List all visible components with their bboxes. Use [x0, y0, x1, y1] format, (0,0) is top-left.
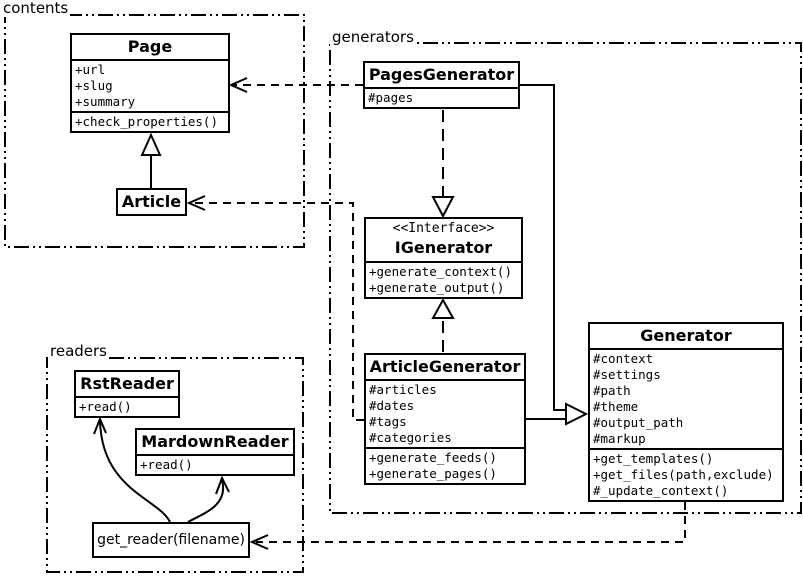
edge-pagesgenerator-realizes-igenerator [431, 110, 455, 219]
package-label-readers: readers [48, 342, 109, 360]
package-label-contents: contents [1, 0, 71, 17]
class-generator-attributes: #context#settings#path#theme#output_path… [590, 348, 782, 448]
class-generator-methods: +get_templates()+get_files(path,exclude)… [590, 448, 782, 500]
class-page: Page +url+slug+summary +check_properties… [70, 33, 230, 133]
member-row: +read() [79, 399, 132, 414]
package-label-generators: generators [330, 28, 416, 46]
class-generator: Generator #context#settings#path#theme#o… [588, 322, 784, 502]
member-row: #context [593, 351, 654, 366]
edge-generators-extend-generator [520, 84, 589, 426]
member-row: +summary [75, 94, 136, 109]
class-generator-title: Generator [640, 326, 732, 345]
class-articlegenerator-title: ArticleGenerator [369, 357, 521, 376]
class-article: Article [116, 188, 187, 216]
member-row: #output_path [593, 415, 684, 430]
class-igenerator-stereotype: <<Interface>> [392, 221, 495, 236]
member-row: +read() [140, 457, 193, 472]
class-mardownreader-methods: +read() [137, 454, 293, 474]
member-row: +check_properties() [75, 114, 218, 129]
class-page-methods: +check_properties() [72, 111, 228, 131]
edge-getreader-to-rstreader [93, 416, 171, 523]
package-frame-generators [329, 42, 802, 514]
edge-article-extends-page [140, 132, 162, 188]
member-row: #tags [369, 414, 407, 429]
class-page-title: Page [127, 37, 173, 56]
class-rstreader: RstReader +read() [74, 370, 180, 418]
edge-articlegenerator-realizes-igenerator [431, 297, 455, 352]
class-page-attributes: +url+slug+summary [72, 59, 228, 111]
class-igenerator-methods: +generate_context()+generate_output() [366, 261, 521, 297]
member-row: #dates [369, 398, 415, 413]
edge-getreader-to-mardownreader [187, 475, 230, 523]
class-mardownreader-title: MardownReader [141, 432, 289, 451]
member-row: #path [593, 383, 631, 398]
class-pagesgenerator-title: PagesGenerator [368, 65, 515, 84]
member-row: +generate_output() [369, 280, 505, 295]
class-mardownreader: MardownReader +read() [135, 428, 295, 476]
member-row: #articles [369, 382, 437, 397]
function-get-reader: get_reader(filename) [92, 522, 250, 558]
class-articlegenerator-methods: +generate_feeds()+generate_pages() [366, 447, 524, 483]
class-pagesgenerator: PagesGenerator #pages [363, 61, 520, 109]
class-pagesgenerator-attributes: #pages [365, 87, 518, 107]
edge-pagesgenerator-uses-page [228, 77, 363, 93]
package-frame-readers [46, 357, 304, 573]
function-get-reader-label: get_reader(filename) [97, 532, 245, 548]
class-article-title: Article [121, 192, 182, 211]
member-row: #markup [593, 431, 646, 446]
class-rstreader-title: RstReader [80, 374, 174, 393]
class-igenerator: <<Interface>> IGenerator +generate_conte… [364, 217, 523, 299]
member-row: #settings [593, 367, 661, 382]
package-frame-contents [4, 14, 305, 248]
edge-articlegenerator-uses-article [186, 195, 364, 421]
member-row: +get_files(path,exclude) [593, 467, 774, 482]
class-articlegenerator: ArticleGenerator #articles#dates#tags#ca… [364, 353, 526, 485]
member-row: #categories [369, 430, 452, 445]
member-row: +generate_feeds() [369, 450, 497, 465]
class-rstreader-methods: +read() [76, 396, 178, 416]
member-row: #_update_context() [593, 483, 729, 498]
member-row: +slug [75, 78, 113, 93]
class-articlegenerator-attributes: #articles#dates#tags#categories [366, 379, 524, 447]
member-row: +url [75, 62, 106, 77]
edge-generator-uses-getreader [249, 502, 686, 550]
member-row: +generate_context() [369, 264, 512, 279]
member-row: #pages [368, 90, 414, 105]
member-row: #theme [593, 399, 639, 414]
member-row: +get_templates() [593, 451, 714, 466]
class-igenerator-title: IGenerator [394, 238, 493, 257]
member-row: +generate_pages() [369, 466, 497, 481]
